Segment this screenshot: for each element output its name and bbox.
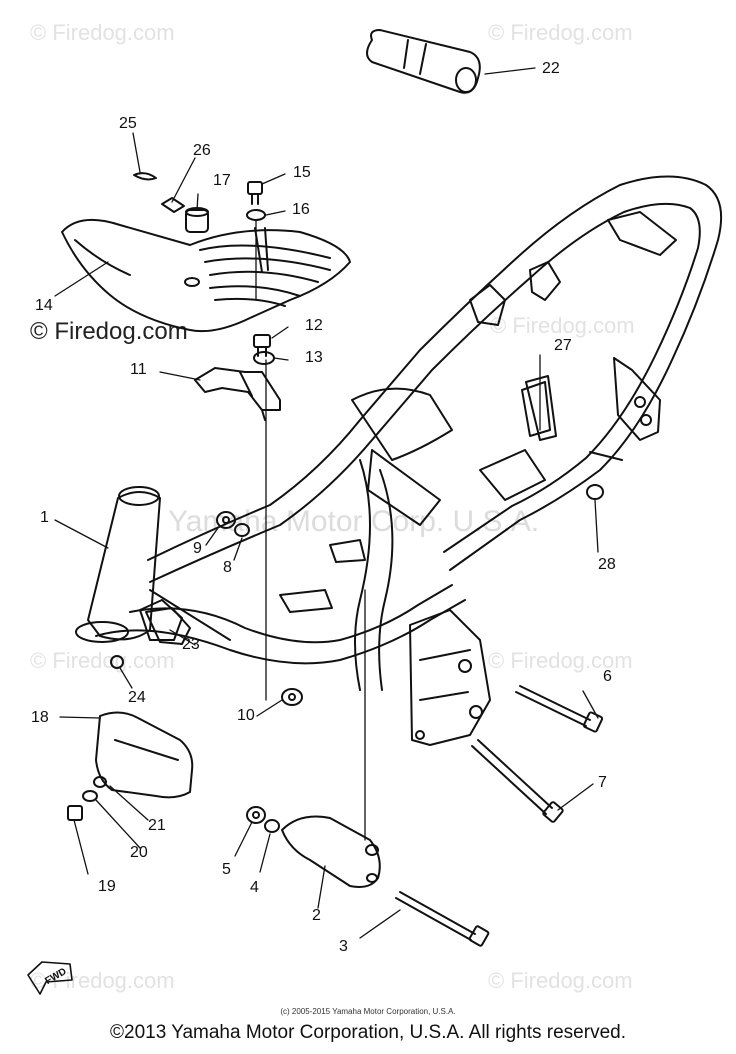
callout-4: 4 [250, 879, 259, 896]
part-10-nut [281, 688, 303, 706]
watermark-bottom-right: © Firedog.com [488, 968, 633, 993]
part-13-washer [253, 351, 275, 365]
callout-21: 21 [148, 817, 166, 834]
part-26-clip [161, 197, 185, 213]
callout-24: 24 [128, 689, 146, 706]
watermark-left-lower: © Firedog.com [30, 648, 175, 673]
part-15-bolt [247, 181, 263, 205]
part-6-bolt [515, 685, 604, 733]
part-8-washer [234, 523, 250, 537]
callout-19: 19 [98, 878, 116, 895]
callout-16: 16 [292, 201, 310, 218]
callout-23: 23 [182, 636, 200, 653]
callout-7: 7 [598, 774, 607, 791]
part-23-bracket [145, 607, 191, 645]
callout-9: 9 [193, 540, 202, 557]
small-copyright: (c) 2005-2015 Yamaha Motor Corporation, … [280, 1007, 456, 1016]
callout-1: 1 [40, 509, 49, 526]
footer-copyright: ©2013 Yamaha Motor Corporation, U.S.A. A… [110, 1022, 626, 1043]
part-17-damper [185, 207, 209, 233]
part-27-bracket [525, 375, 557, 441]
part-7-bolt [471, 739, 564, 823]
part-28-nut [586, 484, 604, 500]
part-22-tube [366, 29, 481, 94]
callout-14: 14 [35, 297, 53, 314]
part-16-washer [246, 209, 266, 221]
callout-20: 20 [130, 844, 148, 861]
part-24-nut [110, 655, 124, 669]
callout-6: 6 [603, 668, 612, 685]
part-21-nut [93, 776, 107, 788]
callout-25: 25 [119, 115, 137, 132]
part-19-bolt [67, 805, 83, 821]
fwd-arrow-icon [27, 961, 73, 995]
watermark-right-lower: © Firedog.com [488, 648, 633, 673]
watermark-bottom-left: © Firedog.com [30, 968, 175, 993]
leader-lines [54, 67, 599, 939]
part-20-washer [82, 790, 98, 802]
part-25-clip [133, 172, 157, 181]
part-1-main-frame [75, 175, 723, 746]
part-14-seat [61, 218, 351, 333]
callout-5: 5 [222, 861, 231, 878]
part-9-nut [216, 511, 236, 529]
callout-11: 11 [130, 361, 147, 378]
callout-28: 28 [598, 556, 616, 573]
part-5-nut [246, 806, 266, 824]
watermark-top-right: © Firedog.com [488, 20, 633, 45]
callout-3: 3 [339, 938, 348, 955]
fwd-label: FWD [43, 966, 68, 987]
callout-12: 12 [305, 317, 323, 334]
callout-15: 15 [293, 164, 311, 181]
callout-13: 13 [305, 349, 323, 366]
callout-26: 26 [193, 142, 211, 159]
callout-18: 18 [31, 709, 49, 726]
callout-8: 8 [223, 559, 232, 576]
callout-2: 2 [312, 907, 321, 924]
callout-10: 10 [237, 707, 255, 724]
part-2-engine-mount [281, 815, 381, 888]
watermark-top-left: © Firedog.com [30, 20, 175, 45]
part-11-bracket [194, 367, 281, 421]
callout-22: 22 [542, 60, 560, 77]
watermark-mid-right: © Firedog.com [490, 313, 635, 338]
part-4-washer [264, 819, 280, 833]
callout-27: 27 [554, 337, 572, 354]
callout-17: 17 [213, 172, 231, 189]
part-3-bolt [395, 891, 490, 947]
part-18-cover [95, 711, 194, 799]
